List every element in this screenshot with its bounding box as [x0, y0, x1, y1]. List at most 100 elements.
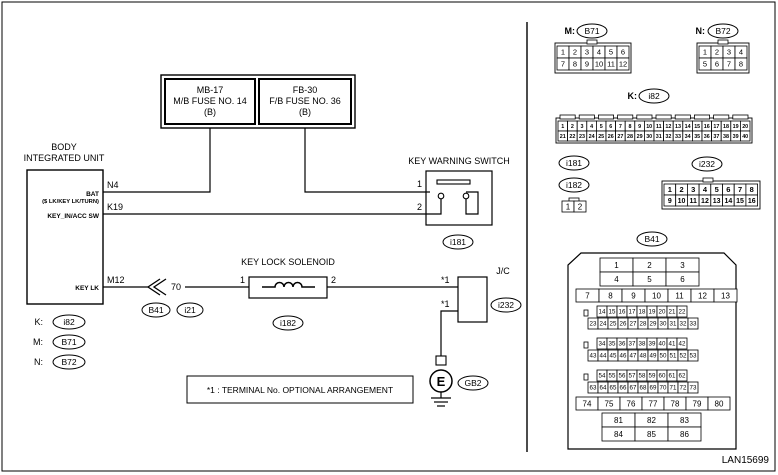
pin-number: 1	[703, 48, 707, 57]
connector-key-tab	[674, 114, 691, 120]
pin-number: 65	[610, 385, 617, 392]
pin-number: 28	[640, 321, 647, 328]
jc-label: J/C	[496, 266, 510, 276]
pin-number: 49	[650, 353, 657, 360]
pin-number: 36	[619, 341, 626, 348]
pin-number: 11	[690, 198, 698, 205]
pin-number: 4	[590, 124, 593, 130]
pin-number: 9	[585, 60, 589, 69]
pin-number: 51	[670, 353, 677, 360]
svg-text:B71: B71	[584, 26, 599, 36]
pin-number: 81	[614, 416, 623, 425]
pin-number: 22	[679, 309, 686, 316]
pin-number: 1	[566, 202, 571, 211]
pin-number: 58	[639, 373, 646, 380]
fuse-2-line3: (B)	[299, 107, 311, 117]
pin-number: 10	[678, 198, 686, 205]
connector-cavity	[667, 426, 702, 442]
pin-number: 8	[608, 291, 613, 300]
connector-tag-i82: i82	[638, 88, 670, 104]
pin-number: 7	[561, 60, 565, 69]
connector-tag-b71: B71	[576, 23, 608, 39]
pin-number: 29	[637, 134, 643, 140]
connector-key-tab	[732, 114, 749, 120]
solenoid-pin1: 1	[240, 275, 245, 285]
pin-number: 5	[609, 48, 613, 57]
pin-number: 78	[671, 399, 680, 408]
pin-number: 38	[723, 134, 729, 140]
pin-number: 6	[621, 48, 625, 57]
pin-number: 60	[659, 373, 666, 380]
svg-text:i82: i82	[648, 91, 660, 101]
legend-conn-b71: B71	[61, 337, 76, 347]
pin-number: 39	[649, 341, 656, 348]
pin-number: 4	[703, 185, 708, 194]
pin-number: 59	[649, 373, 656, 380]
connector-key-tab	[598, 114, 615, 120]
pin-number: 5	[647, 275, 652, 284]
pin-number: 54	[599, 373, 606, 380]
pin-number: 6	[680, 275, 685, 284]
pin-number: 2	[715, 48, 719, 57]
svg-text:i181: i181	[566, 158, 582, 168]
pin-number: 82	[647, 416, 656, 425]
pin-number: 14	[724, 198, 732, 205]
pin-number: 16	[748, 198, 756, 205]
pin-number: 11	[607, 60, 615, 69]
pin-number: 2	[647, 261, 652, 270]
pin-number: 23	[579, 134, 585, 140]
pin-number: 7	[738, 185, 742, 194]
biu-key-code: K19	[107, 202, 123, 212]
pin-number: 15	[609, 309, 616, 316]
biu-key-label: KEY_IN/ACC SW	[47, 213, 100, 220]
connector-tag-i181-right: i181	[558, 155, 590, 171]
connector-key-tab	[655, 114, 672, 120]
pin-number: 1	[614, 261, 619, 270]
pin-number: 4	[614, 275, 619, 284]
connector-cavity	[616, 57, 630, 71]
connector-key-tab	[578, 114, 595, 120]
connector-key-tab	[583, 309, 589, 317]
pin-number: 20	[742, 124, 748, 130]
pin-number: 32	[665, 134, 671, 140]
pin-number: 41	[669, 341, 676, 348]
pin-number: 24	[589, 134, 595, 140]
pin-number: 23	[590, 321, 597, 328]
pin-number: 68	[640, 385, 647, 392]
fuse-box: MB-17 M/B FUSE NO. 14 (B) FB-30 F/B FUSE…	[160, 74, 356, 129]
pin-number: 12	[665, 124, 671, 130]
ground: E	[429, 355, 453, 407]
key-switch-title: KEY WARNING SWITCH	[408, 156, 510, 166]
pin-number: 79	[693, 399, 702, 408]
connector-b71-key: M:	[565, 26, 576, 36]
fuse-1-line1: MB-17	[197, 85, 224, 95]
pin-number: 7	[619, 124, 622, 130]
svg-text:B41: B41	[148, 305, 163, 315]
pin-number: 1	[561, 48, 565, 57]
pin-number: 16	[704, 124, 710, 130]
pin-number: 1	[561, 124, 564, 130]
connector-cavity	[573, 200, 587, 213]
connector-key-tab	[583, 341, 589, 349]
pin-number: 37	[629, 341, 636, 348]
connector-tag-b41-left: B41	[141, 302, 171, 318]
connector-tag-b41-right: B41	[636, 231, 668, 247]
pin-number: 63	[590, 385, 597, 392]
legend-key-n: N:	[34, 357, 43, 367]
pin-number: 50	[660, 353, 667, 360]
pin-number: 69	[650, 385, 657, 392]
connector-cavity	[676, 337, 688, 350]
pin-number: 33	[675, 134, 681, 140]
pin-number: 7	[727, 60, 731, 69]
pin-number: 2	[578, 202, 583, 211]
fuse-1-line3: (B)	[204, 107, 216, 117]
pin-number: 8	[573, 60, 577, 69]
pin-number: 8	[629, 124, 632, 130]
fuse-2-line1: FB-30	[293, 85, 318, 95]
connector-cavity	[687, 381, 699, 394]
legend-conn-b72: B72	[61, 357, 76, 367]
connector-key-tab	[583, 373, 589, 381]
